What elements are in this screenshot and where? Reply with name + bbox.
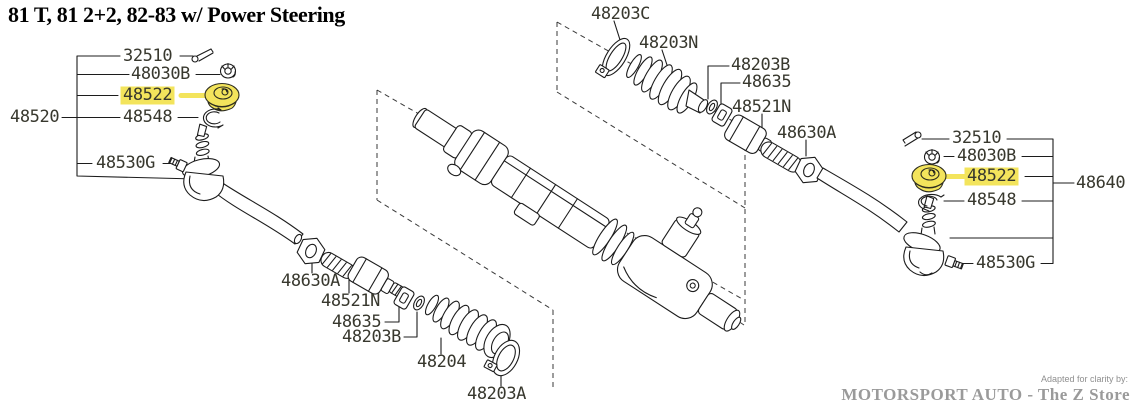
page-title: 81 T, 81 2+2, 82-83 w/ Power Steering xyxy=(8,2,345,27)
part-drawing-cotter-pin-left xyxy=(191,48,214,63)
part-label-48030B-left: 48030B xyxy=(131,64,191,84)
part-drawing-clip-top xyxy=(711,103,733,127)
callout-lines-right xyxy=(921,138,1075,265)
part-drawing-castle-nut-left xyxy=(219,62,237,79)
part-label-48521N-mid: 48521N xyxy=(321,291,381,311)
part-label-48203B-top: 48203B xyxy=(731,55,791,75)
part-label-48548-right: 48548 xyxy=(967,190,1017,210)
part-label-48522-left-highlighted: 48522 xyxy=(123,85,173,105)
part-label-48522-right-highlighted: 48522 xyxy=(967,166,1017,186)
part-drawing-grease-fitting-right xyxy=(944,255,964,270)
part-label-48530G-left: 48530G xyxy=(96,153,156,173)
part-drawing-grease-fitting-left xyxy=(168,156,188,173)
part-drawing-lock-nut-left xyxy=(296,237,326,265)
part-drawing-inner-socket-top xyxy=(724,114,802,173)
part-drawing-tie-rod-end-left xyxy=(181,123,304,245)
part-label-48203N-top: 48203N xyxy=(639,33,699,53)
part-label-48630A-mid: 48630A xyxy=(281,271,341,291)
callout-lines-top xyxy=(613,20,807,157)
part-label-48520-group: 48520 xyxy=(10,107,60,127)
part-label-48203B-mid: 48203B xyxy=(342,327,402,347)
part-drawing-inner-socket-left xyxy=(320,251,408,300)
part-drawing-cotter-pin-right xyxy=(902,131,922,147)
part-drawing-o-ring-left xyxy=(413,295,425,311)
watermark-brand: MOTORSPORT AUTO - The Z Store xyxy=(841,385,1130,404)
part-label-48635-mid: 48635 xyxy=(332,312,382,332)
part-drawing-boot-clamp-left xyxy=(483,339,521,377)
callout-lines-left xyxy=(61,55,221,180)
part-drawing-clip-left xyxy=(393,286,415,310)
part-label-48204-mid: 48204 xyxy=(417,352,467,372)
watermark-adapted-note: Adapted for clarity by: xyxy=(1040,374,1128,384)
part-label-48630A-top: 48630A xyxy=(777,123,837,143)
part-label-32510-left: 32510 xyxy=(123,46,173,66)
part-label-48203C-top: 48203C xyxy=(591,4,651,24)
part-drawing-o-ring-top xyxy=(706,99,718,115)
part-label-48635-top: 48635 xyxy=(742,72,792,92)
part-drawing-boot-clamp-top xyxy=(595,37,631,79)
part-drawing-boot-clip-left xyxy=(202,107,224,129)
part-drawing-castle-nut-right xyxy=(923,148,941,165)
part-drawing-dust-seal-left-highlighted xyxy=(204,82,240,112)
part-label-48030B-right: 48030B xyxy=(957,146,1017,166)
part-drawing-bellows-top xyxy=(626,54,709,114)
part-label-32510-right: 32510 xyxy=(952,128,1002,148)
part-label-48203A-mid: 48203A xyxy=(467,384,527,404)
part-drawing-tie-rod-end-right xyxy=(816,167,945,277)
part-label-48640-group: 48640 xyxy=(1076,173,1126,193)
part-label-48530G-right: 48530G xyxy=(976,253,1036,273)
part-drawing-boot-clip-right xyxy=(917,193,945,212)
part-drawing-lock-nut-top xyxy=(794,156,824,184)
part-drawing-steering-rack xyxy=(412,107,742,332)
part-label-48521N-top: 48521N xyxy=(732,97,792,117)
part-label-48548-left: 48548 xyxy=(123,107,173,127)
part-drawing-dust-seal-right-highlighted xyxy=(911,163,947,193)
